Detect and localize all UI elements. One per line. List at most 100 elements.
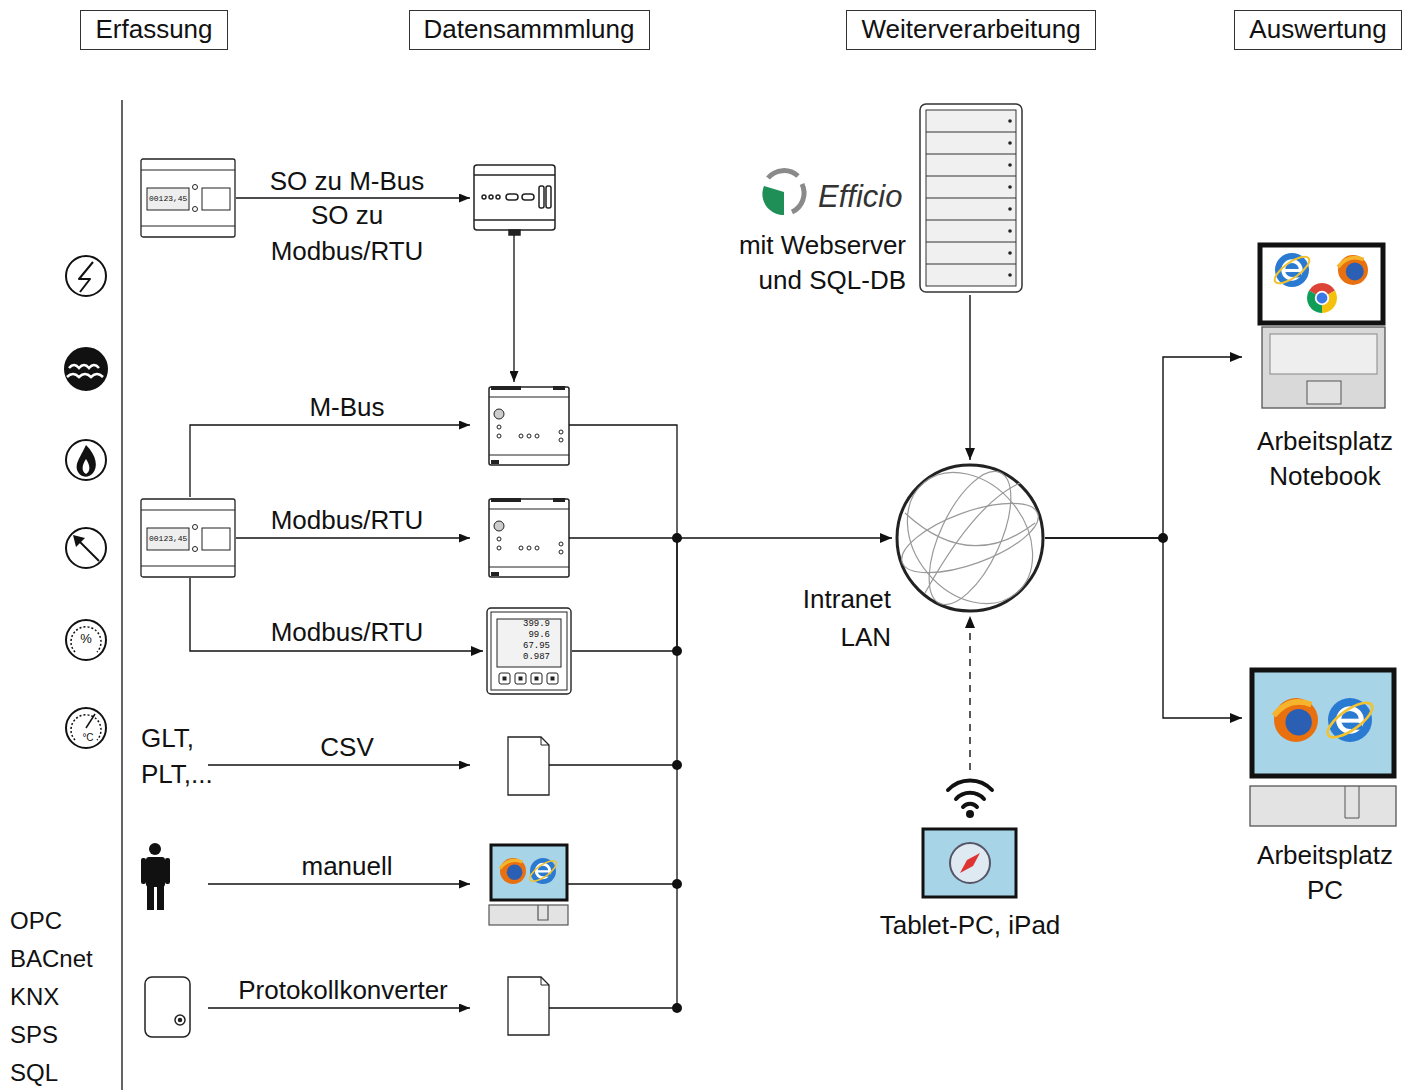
drawing-part xyxy=(491,612,567,690)
drawing-part xyxy=(1307,381,1341,404)
node-text: Efficio xyxy=(818,176,918,218)
link-label: SO zu M-Bus xyxy=(227,164,467,200)
drawing-part xyxy=(482,195,486,199)
drawing-part xyxy=(1008,273,1012,277)
drawing-part xyxy=(146,857,165,887)
drawing-part xyxy=(202,528,230,550)
node-text: Intranet LAN xyxy=(781,581,891,656)
node-text: Tablet-PC, iPad xyxy=(870,908,1070,943)
drawing-part xyxy=(147,188,189,210)
drawing-part xyxy=(1345,786,1359,818)
intranet-globe: Intranet LAN xyxy=(895,463,1045,613)
drawing-part xyxy=(78,540,99,561)
tablet: Tablet-PC, iPad xyxy=(870,770,1070,945)
drawing-part xyxy=(549,1007,677,1008)
drawing-part xyxy=(71,627,101,652)
drawing-part xyxy=(66,256,106,296)
drawing-part xyxy=(141,159,235,237)
drawing-part xyxy=(175,1015,185,1025)
drawing-part xyxy=(149,843,161,855)
drawing-part xyxy=(1338,255,1368,285)
column-title: Auswertung xyxy=(1249,12,1386,47)
csv-file xyxy=(508,737,549,795)
storage-device xyxy=(145,977,190,1037)
column-title: Erfassung xyxy=(95,12,212,47)
drawing-part xyxy=(500,858,526,884)
converter-device xyxy=(474,165,555,235)
drawing-part xyxy=(79,262,93,292)
drawing-part xyxy=(1270,334,1377,374)
drawing-part xyxy=(1346,263,1364,281)
node-text: 67.95 xyxy=(504,642,550,652)
node-text: 00123,45 xyxy=(149,194,187,205)
drawing-part xyxy=(569,537,677,538)
drawing-part xyxy=(506,194,518,200)
drawing-part xyxy=(141,226,235,227)
node-text: mit Webserver und SQL-DB xyxy=(708,228,906,298)
drawing-part xyxy=(141,858,146,884)
protocol-name: SQL xyxy=(10,1056,110,1089)
drawing-part xyxy=(1285,709,1311,735)
drawing-part xyxy=(141,510,235,511)
drawing-part xyxy=(926,264,1016,265)
browser-logo xyxy=(1271,252,1313,288)
drawing-part xyxy=(948,780,992,790)
drawing-part xyxy=(920,104,1022,292)
drawing-part xyxy=(551,677,555,681)
drawing-part xyxy=(474,165,555,230)
browser-logo xyxy=(1323,697,1378,744)
drawing-part xyxy=(522,194,534,200)
drawing-part xyxy=(768,171,798,178)
drawing-part xyxy=(66,620,106,660)
node-text: Arbeitsplatz Notebook xyxy=(1240,424,1410,494)
protocol-name: OPC xyxy=(10,904,110,937)
drawing-part xyxy=(489,905,568,925)
drawing-part xyxy=(569,425,677,1008)
drawing-part xyxy=(546,186,551,208)
workstation-pc: Arbeitsplatz PC xyxy=(1245,666,1405,906)
drawing-part xyxy=(179,1019,182,1022)
drawing-part xyxy=(1250,786,1396,826)
node-text: 399.9 xyxy=(504,620,550,630)
drawing-part xyxy=(145,977,190,1037)
drawing-part xyxy=(147,884,154,910)
browser-logo xyxy=(1307,283,1337,313)
drawing-part xyxy=(193,185,198,190)
drawing-part xyxy=(672,879,682,889)
column-header: Erfassung xyxy=(80,10,228,50)
drawing-part xyxy=(531,673,542,684)
drawing-part xyxy=(491,845,567,900)
drawing-part xyxy=(193,547,198,552)
icon-label: % xyxy=(74,631,98,648)
drawing-part xyxy=(1008,207,1012,211)
drawing-part xyxy=(792,184,804,212)
drawing-part xyxy=(905,483,1035,593)
drawing-part xyxy=(66,528,106,568)
column-header: Datensammmlung xyxy=(409,10,650,50)
link-label: CSV xyxy=(247,730,447,766)
energy-meter: 00123,45 xyxy=(140,158,236,238)
drawing-part xyxy=(236,537,470,538)
drawing-part xyxy=(535,677,539,681)
connector xyxy=(1045,538,1242,718)
column-header: Weiterverarbeitung xyxy=(846,10,1096,50)
drawing-part xyxy=(1317,293,1328,304)
drawing-part xyxy=(926,220,1016,221)
notebook: Arbeitsplatz Notebook xyxy=(1245,240,1405,502)
drawing-part xyxy=(1008,141,1012,145)
drawing-part xyxy=(141,170,235,171)
icon-label: °C xyxy=(76,731,100,744)
node-text: Arbeitsplatz PC xyxy=(1240,838,1410,908)
drawing-part xyxy=(487,608,571,694)
drawing-part xyxy=(672,760,682,770)
drawing-part xyxy=(1315,291,1329,305)
drawing-part xyxy=(507,865,523,881)
drawing-part xyxy=(66,708,106,748)
drawing-part xyxy=(923,829,1016,897)
drawing-part xyxy=(966,810,974,818)
link-label: Modbus/RTU xyxy=(237,503,457,539)
drawing-part xyxy=(567,883,677,884)
drawing-part xyxy=(1008,185,1012,189)
drawing-part xyxy=(1008,119,1012,123)
